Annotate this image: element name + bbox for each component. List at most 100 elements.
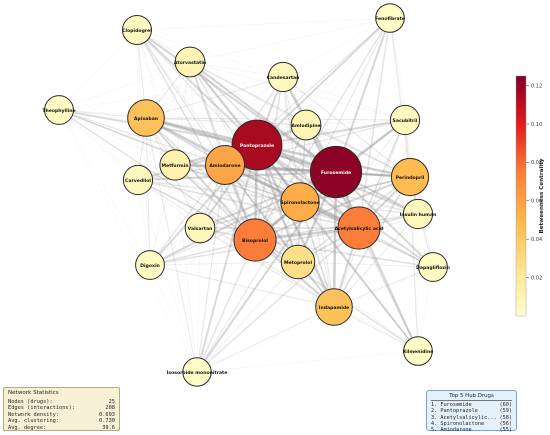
edge bbox=[137, 179, 198, 373]
node-sacubitril: Sacubitril bbox=[389, 104, 421, 136]
node-label: Metformin bbox=[162, 163, 189, 169]
node-valsartan: Valsartan bbox=[184, 212, 216, 244]
edge bbox=[174, 61, 191, 166]
edge bbox=[196, 201, 301, 373]
edge bbox=[136, 29, 337, 173]
edge bbox=[254, 239, 434, 268]
edge bbox=[305, 124, 411, 178]
stat-row: Nodes (drugs):25 bbox=[8, 398, 115, 405]
edge bbox=[389, 17, 406, 121]
node-circle bbox=[390, 157, 430, 197]
edge bbox=[136, 29, 284, 78]
node-label: Isosorbide mononitrate bbox=[167, 370, 228, 376]
stat-row: Edges (interactions):208 bbox=[8, 405, 115, 412]
edge bbox=[254, 176, 411, 241]
edge bbox=[196, 239, 256, 373]
edge bbox=[196, 227, 201, 373]
node-circle bbox=[403, 336, 433, 366]
edge bbox=[174, 76, 284, 166]
edge bbox=[136, 29, 307, 126]
edge bbox=[299, 201, 419, 352]
node-label: Amlodipine bbox=[291, 123, 320, 129]
edge bbox=[145, 117, 198, 373]
edge bbox=[149, 264, 198, 373]
edge bbox=[136, 17, 391, 31]
edge bbox=[58, 29, 138, 111]
edge bbox=[196, 164, 226, 373]
edge bbox=[282, 76, 406, 121]
edge bbox=[255, 144, 336, 308]
node-amiodarone: Amiodarone bbox=[205, 145, 245, 185]
colorbar-tick-label: 0.06 bbox=[531, 199, 542, 205]
node-label: Clopidogrel bbox=[122, 28, 152, 34]
node-label: Metoprolol bbox=[284, 260, 312, 266]
node-metoprolol: Metoprolol bbox=[280, 244, 316, 280]
edge bbox=[189, 61, 201, 229]
node-circle bbox=[122, 164, 154, 196]
edge bbox=[58, 109, 256, 241]
node-circle bbox=[44, 95, 74, 125]
edge bbox=[145, 117, 256, 241]
hub-row: 1. Furosemide(60) bbox=[431, 402, 512, 409]
edge bbox=[224, 164, 335, 308]
edge bbox=[145, 117, 360, 229]
colorbar-tick-label: 0.12 bbox=[531, 83, 542, 89]
node-candesartan: Candesartan bbox=[267, 61, 300, 93]
edge bbox=[335, 17, 391, 173]
edge bbox=[256, 144, 434, 268]
node-acetylsalicylic-acid: Acetylsalicylic acid bbox=[334, 206, 384, 250]
network-statistics-title: Network Statistics bbox=[8, 390, 59, 396]
node-pantoprazole: Pantoprazole bbox=[231, 119, 283, 171]
node-circle bbox=[290, 109, 322, 141]
edge bbox=[282, 17, 391, 78]
node-circle bbox=[135, 250, 165, 280]
node-circle bbox=[233, 218, 277, 262]
node-circle bbox=[184, 212, 216, 244]
edge bbox=[149, 261, 299, 266]
hub-row: 2. Pantoprazole(59) bbox=[431, 408, 512, 415]
edge bbox=[137, 179, 256, 241]
edge bbox=[254, 17, 391, 241]
node-circle bbox=[182, 357, 212, 387]
colorbar-ticks: 0.020.040.060.080.100.12 bbox=[526, 83, 542, 281]
node-apixaban: Apixaban bbox=[127, 99, 165, 137]
edge bbox=[58, 109, 151, 266]
edge bbox=[145, 117, 151, 266]
node-amlodipine: Amlodipine bbox=[290, 109, 322, 141]
edge bbox=[189, 61, 284, 78]
edge bbox=[137, 179, 301, 203]
node-circle bbox=[375, 3, 405, 33]
edge bbox=[174, 164, 198, 373]
stat-row: Avg. clustering:0.730 bbox=[8, 418, 115, 425]
edge bbox=[136, 29, 301, 203]
edge bbox=[145, 117, 307, 126]
node-circle bbox=[389, 104, 421, 136]
edge bbox=[282, 76, 299, 263]
edge bbox=[199, 227, 335, 308]
edge bbox=[256, 17, 391, 146]
node-indapamide: Indapamide bbox=[315, 288, 353, 326]
edge bbox=[199, 213, 419, 229]
node-circle bbox=[402, 198, 434, 230]
node-circle bbox=[315, 288, 353, 326]
edge bbox=[358, 17, 391, 229]
edge bbox=[174, 164, 301, 203]
edge bbox=[58, 109, 226, 166]
edge bbox=[224, 164, 434, 268]
edge bbox=[145, 117, 406, 121]
colorbar-tick-label: 0.02 bbox=[531, 275, 542, 281]
node-label: Candesartan bbox=[267, 75, 300, 81]
node-label: Spironolactone bbox=[280, 200, 319, 206]
colorbar: 0.020.040.060.080.100.12 Betweenness Cen… bbox=[515, 75, 545, 317]
node-label: Apixaban bbox=[134, 116, 158, 122]
edge bbox=[136, 29, 176, 166]
node-clopidogrel: Clopidogrel bbox=[122, 15, 152, 45]
edge bbox=[136, 29, 201, 229]
node-label: Perindopril bbox=[396, 175, 425, 181]
node-digoxin: Digoxin bbox=[135, 250, 165, 280]
node-label: Indapamide bbox=[319, 305, 350, 311]
node-circle bbox=[205, 145, 245, 185]
network-statistics-box: Network Statistics Nodes (drugs):25 Edge… bbox=[3, 387, 120, 431]
node-metformin: Metformin bbox=[159, 149, 191, 181]
edge bbox=[149, 164, 176, 266]
